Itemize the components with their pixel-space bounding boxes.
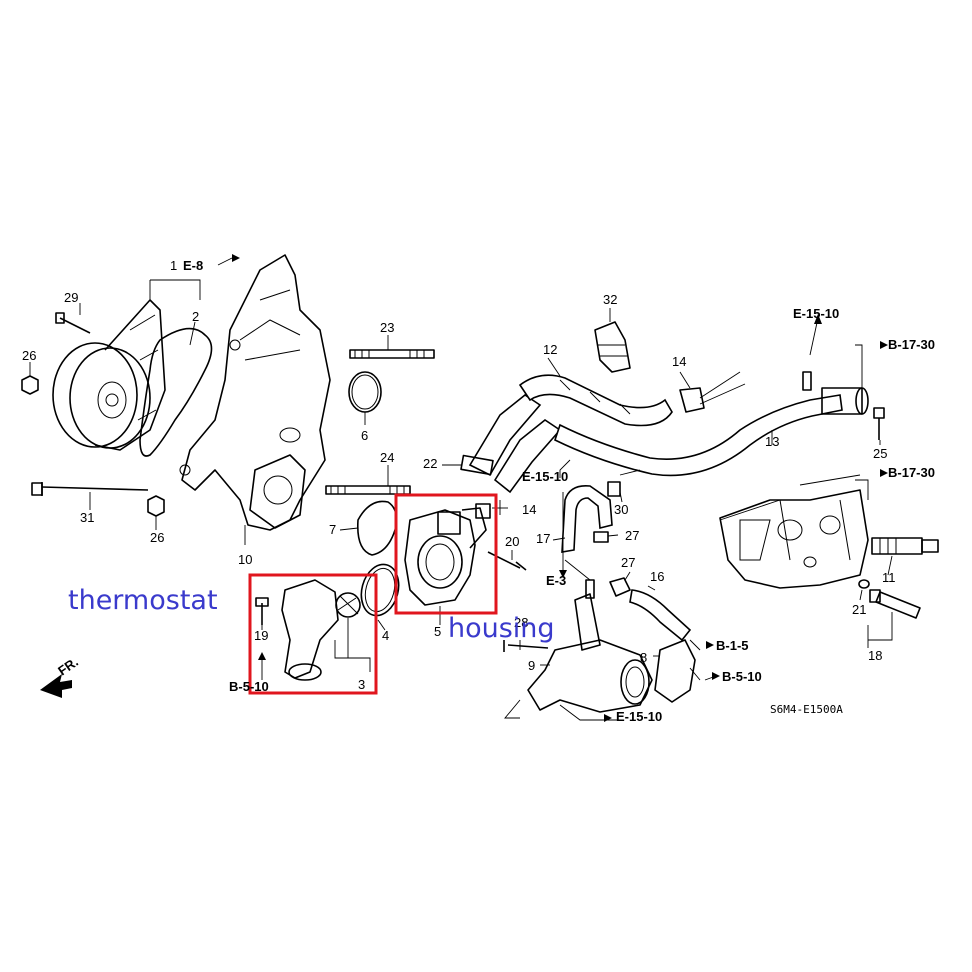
callout-18: 18 [868,648,882,663]
front-indicator: FR. [55,654,81,678]
hose-16 [629,589,692,642]
callout-11: 11 [882,570,896,585]
gasket-7 [356,500,398,556]
ref-b17-30-top: B-17-30 [888,337,935,352]
gasket-8 [654,639,696,703]
callout-9: 9 [528,658,535,673]
thermostat-annotation: thermostat [68,585,218,616]
hose-17 [561,484,613,553]
stud-24 [325,485,411,495]
housing-annotation: housing [448,613,555,644]
ref-b5-10-right: B-5-10 [722,669,762,684]
gasket-2 [139,327,213,457]
callout-25: 25 [873,446,887,461]
callout-32: 32 [603,292,617,307]
callout-6: 6 [361,428,368,443]
thermostat-highlight-box [248,573,378,695]
callout-27-bottom: 27 [621,555,635,570]
callout-20: 20 [505,534,519,549]
ref-b1-5: B-1-5 [716,638,749,653]
clamp-27-bottom [609,577,631,597]
callout-7: 7 [329,522,336,537]
ref-e15-10-mid: E-15-10 [522,469,568,484]
ref-e15-10-bottom: E-15-10 [616,709,662,724]
ref-e15-10-top: E-15-10 [793,306,839,321]
callout-13: 13 [765,434,779,449]
callout-29: 29 [64,290,78,305]
stud-23 [349,349,435,359]
callout-21: 21 [852,602,866,617]
bolt-19 [255,597,269,625]
callout-14-top: 14 [672,354,686,369]
water-pump [52,299,166,451]
callout-27-top: 27 [625,528,639,543]
ref-b5-10-left: B-5-10 [229,679,269,694]
thermostat-3 [281,579,361,681]
sensor-11 [871,537,939,555]
diagram-code: S6M4-E1500A [770,703,843,716]
reference-arrows [217,254,888,722]
sensor-18 [869,589,921,619]
hose-12 [518,374,673,427]
callout-30: 30 [614,502,628,517]
bolt-25 [873,407,885,440]
callout-1: 1 [170,258,177,273]
nut-26-bottom [147,495,165,517]
callout-26-bottom: 26 [150,530,164,545]
callout-numbers: 1 2 3 4 5 6 7 8 9 10 11 12 13 14 14 16 1… [22,258,896,692]
water-passage-9 [527,579,653,713]
reference-labels: E-8 E-15-10 E-15-10 E-15-10 E-3 B-17-30 … [183,258,935,724]
callout-10: 10 [238,552,252,567]
o-ring-6 [348,371,382,413]
callout-31: 31 [80,510,94,525]
ref-b17-30-mid: B-17-30 [888,465,935,480]
washer-21 [858,579,870,589]
callout-14-mid: 14 [522,502,536,517]
water-pipe-13 [554,371,869,477]
clamp-14-top [679,387,705,413]
clamp-14-mid [475,503,491,519]
callout-5: 5 [434,624,441,639]
nut-26-top [21,375,39,395]
callout-2: 2 [192,309,199,324]
callout-28: 28 [514,615,528,630]
ref-e3: E-3 [546,573,566,588]
callout-4: 4 [382,628,389,643]
bolt-28 [503,640,549,652]
bolt-20 [487,551,527,571]
thermostat-housing-5 [404,507,487,606]
callout-26-top: 26 [22,348,36,363]
bolt-31 [31,482,149,496]
bolt-29 [55,312,91,334]
leader-lines [29,279,893,721]
bolt-30 [607,481,621,497]
callout-17: 17 [536,531,550,546]
callout-23: 23 [380,320,394,335]
callout-24: 24 [380,450,394,465]
housing-highlight-box [394,493,498,615]
callout-19: 19 [254,628,268,643]
callout-3: 3 [358,677,365,692]
engine-bracket-10 [179,254,331,531]
cylinder-head-section [719,489,869,589]
callout-8: 8 [640,650,647,665]
callout-12: 12 [543,342,557,357]
ref-e8: E-8 [183,258,203,273]
callout-16: 16 [650,569,664,584]
clamp-27-top [593,531,609,543]
clip-32 [594,321,631,373]
callout-22: 22 [423,456,437,471]
front-arrow-icon [40,674,72,698]
